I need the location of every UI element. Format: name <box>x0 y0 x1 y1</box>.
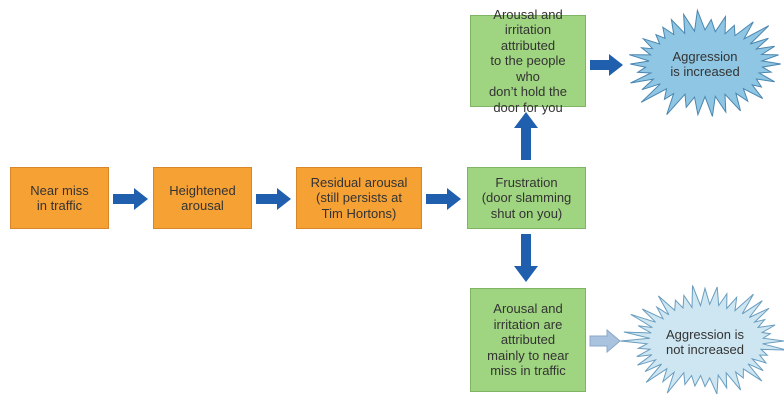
aggression-increased-label: Aggression is increased <box>650 46 760 82</box>
attributed-to-traffic-label: Arousal and irritation are attributed ma… <box>487 301 569 379</box>
near-miss-box: Near miss in traffic <box>10 167 109 229</box>
aggression-not-increased-text: Aggression is not increased <box>665 326 745 358</box>
arrow-frustration-down <box>514 234 538 282</box>
arrow-near-miss-to-heightened <box>113 188 148 210</box>
attributed-to-people-box: Arousal and irritation attributed to the… <box>470 7 586 115</box>
heightened-arousal-box: Heightened arousal <box>153 167 252 229</box>
residual-arousal-box: Residual arousal (still persists at Tim … <box>296 167 422 229</box>
frustration-label: Frustration (door slamming shut on you) <box>481 174 572 221</box>
heightened-arousal-label: Heightened arousal <box>169 182 236 214</box>
arrow-heightened-to-residual <box>256 188 291 210</box>
aggression-increased-burst <box>629 8 781 117</box>
arrow-residual-to-frustration <box>426 188 461 210</box>
residual-arousal-label: Residual arousal (still persists at Tim … <box>310 174 408 221</box>
aggression-increased-text: Aggression is increased <box>670 48 740 80</box>
attributed-to-people-label: Arousal and irritation attributed to the… <box>488 6 568 115</box>
arrow-to-aggression-not-increased <box>589 328 621 354</box>
aggression-not-increased-burst <box>620 285 784 395</box>
aggression-not-increased-label: Aggression is not increased <box>648 324 762 360</box>
near-miss-label: Near miss in traffic <box>30 182 89 214</box>
frustration-box: Frustration (door slamming shut on you) <box>467 167 586 229</box>
arrow-to-aggression-increased <box>590 54 623 76</box>
arrow-frustration-up <box>514 112 538 160</box>
attributed-to-traffic-box: Arousal and irritation are attributed ma… <box>470 288 586 392</box>
